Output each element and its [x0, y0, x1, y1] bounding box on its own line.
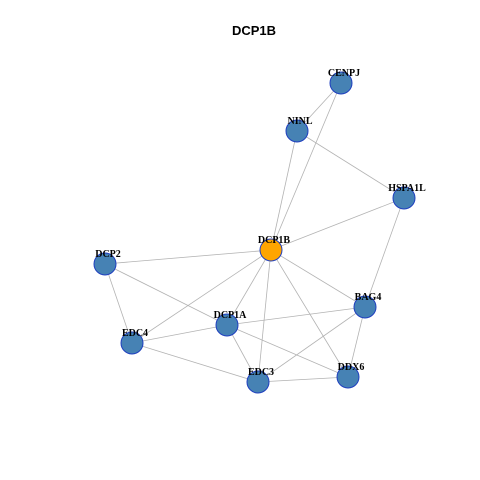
node-label-dcp2: DCP2 — [95, 249, 121, 260]
edge-edc3-ddx6 — [257, 376, 349, 383]
edge-hspa1l-bag4 — [364, 197, 405, 308]
node-label-ninl: NINL — [287, 116, 312, 127]
edge-dcp2-edc4 — [104, 263, 133, 344]
edge-cenpj-dcp1b — [270, 82, 342, 251]
node-dcp1a — [215, 313, 239, 337]
node-label-dcp1a: DCP1A — [214, 310, 248, 321]
edge-dcp1b-bag4 — [270, 249, 366, 308]
edge-dcp1b-dcp1a — [226, 249, 272, 326]
edge-dcp1b-ddx6 — [270, 249, 349, 378]
node-layer — [93, 71, 416, 394]
node-cenpj — [329, 71, 353, 95]
node-dcp1b — [259, 238, 283, 262]
node-label-dcp1b: DCP1B — [258, 235, 291, 246]
node-label-bag4: BAG4 — [355, 292, 382, 303]
node-hspa1l — [392, 186, 416, 210]
edge-dcp1b-dcp2 — [104, 249, 272, 265]
node-label-hspa1l: HSPA1L — [388, 183, 426, 194]
node-ddx6 — [336, 365, 360, 389]
node-ninl — [285, 119, 309, 143]
edge-dcp1b-edc4 — [131, 249, 272, 344]
edge-dcp1b-edc3 — [257, 249, 272, 383]
node-label-edc4: EDC4 — [122, 328, 148, 339]
edge-dcp1a-bag4 — [226, 306, 366, 326]
node-edc4 — [120, 331, 144, 355]
edge-layer — [104, 82, 405, 383]
edge-dcp1a-edc4 — [131, 324, 228, 344]
edge-dcp1a-ddx6 — [226, 324, 349, 378]
edge-bag4-ddx6 — [347, 306, 366, 378]
node-dcp2 — [93, 252, 117, 276]
node-label-ddx6: DDX6 — [338, 362, 365, 373]
edge-ninl-dcp1b — [270, 130, 298, 251]
node-edc3 — [246, 370, 270, 394]
edge-hspa1l-dcp1b — [270, 197, 405, 251]
graph-title: DCP1B — [232, 23, 276, 38]
edge-ninl-hspa1l — [296, 130, 405, 199]
node-label-cenpj: CENPJ — [328, 68, 360, 79]
edge-edc4-edc3 — [131, 342, 259, 383]
edge-dcp2-dcp1a — [104, 263, 228, 326]
edge-bag4-edc3 — [257, 306, 366, 383]
node-label-edc3: EDC3 — [248, 367, 274, 378]
node-bag4 — [353, 295, 377, 319]
